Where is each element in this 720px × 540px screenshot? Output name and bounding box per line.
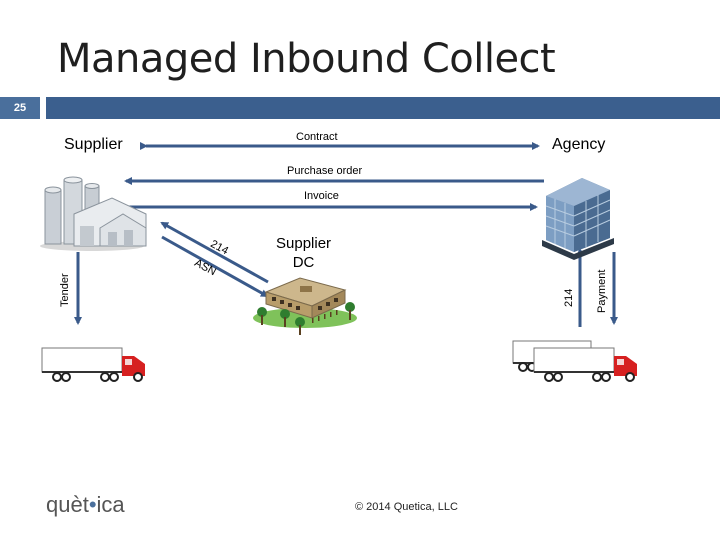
supplier-label: Supplier: [64, 136, 123, 153]
asn-arrow: [161, 235, 269, 298]
agency-truck-front-icon: [533, 347, 637, 382]
edi-214-left-arrow: [160, 221, 269, 284]
tender-truck-icon: [41, 347, 145, 382]
purchase-order-label: Purchase order: [287, 165, 363, 177]
payment-label: Payment: [596, 269, 608, 313]
logo-text-main: quèt: [46, 492, 89, 517]
logo-dot: •: [88, 492, 97, 517]
contract-label: Contract: [296, 131, 338, 143]
tender-label: Tender: [59, 273, 71, 307]
supplier-dc-icon: [253, 277, 357, 335]
agency-building-icon: [542, 178, 614, 260]
slide-number: 25: [0, 97, 40, 119]
logo-text-rest: ica: [96, 492, 125, 517]
supplier-dc-label: Supplier DC: [276, 235, 332, 271]
supplier-factory-icon: [40, 176, 147, 251]
invoice-label: Invoice: [304, 190, 339, 202]
agency-label: Agency: [552, 136, 606, 153]
edi-214-right-label: 214: [563, 288, 575, 307]
slide-title: Managed Inbound Collect: [57, 36, 556, 82]
copyright-notice: © 2014 Quetica, LLC: [355, 501, 458, 513]
quetica-logo: quèt•ica: [46, 492, 125, 518]
header-bar: [46, 97, 720, 119]
